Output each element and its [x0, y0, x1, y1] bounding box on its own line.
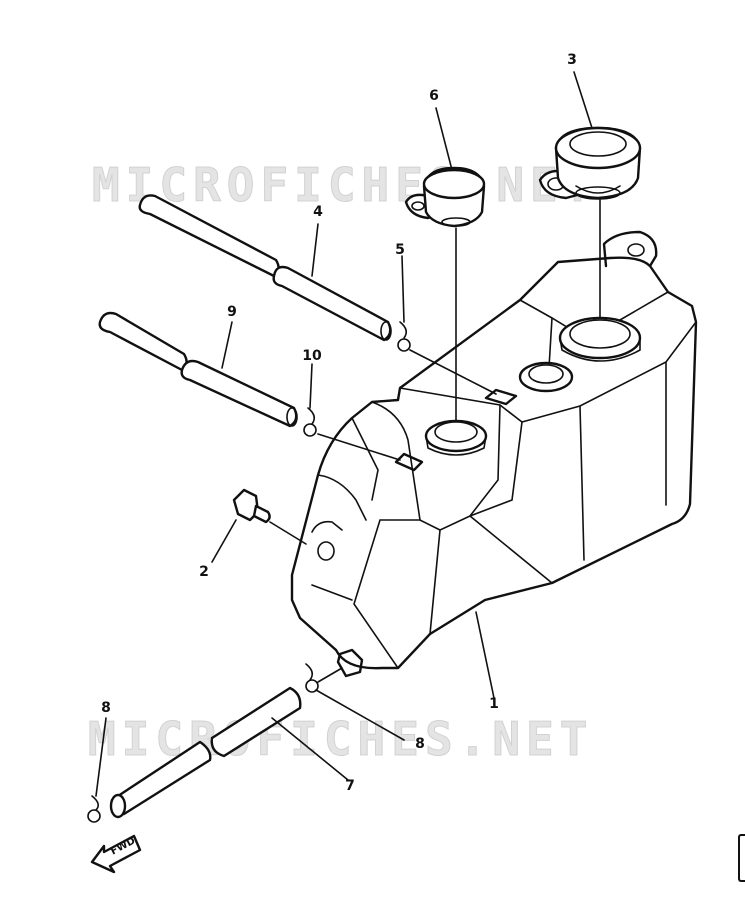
callout-10: 10 [302, 348, 322, 364]
callout-8-right: 8 [415, 736, 425, 752]
callout-4: 4 [313, 204, 323, 220]
page-frame-edge [738, 834, 745, 882]
filler-cap-small [404, 166, 486, 228]
fuel-hose [109, 686, 302, 819]
breather-hose-upper [138, 194, 392, 342]
fuel-tank [290, 230, 698, 678]
watermark-bottom: MICROFICHES.NET [87, 712, 594, 767]
callout-7: 7 [345, 778, 355, 794]
leader-lines [95, 71, 601, 797]
callout-3: 3 [567, 52, 577, 68]
watermark-top: MICROFICHES.NET [91, 158, 598, 213]
hose-clips [87, 321, 411, 823]
filler-cap-large [538, 126, 642, 200]
callout-1: 1 [489, 696, 499, 712]
callout-5: 5 [395, 242, 405, 258]
callout-9: 9 [227, 304, 237, 320]
callout-6: 6 [429, 88, 439, 104]
callout-2: 2 [199, 564, 209, 580]
breather-hose-lower [98, 311, 298, 428]
mounting-bolt [232, 488, 271, 524]
fwd-arrow-icon [90, 834, 142, 874]
callout-8-left: 8 [101, 700, 111, 716]
